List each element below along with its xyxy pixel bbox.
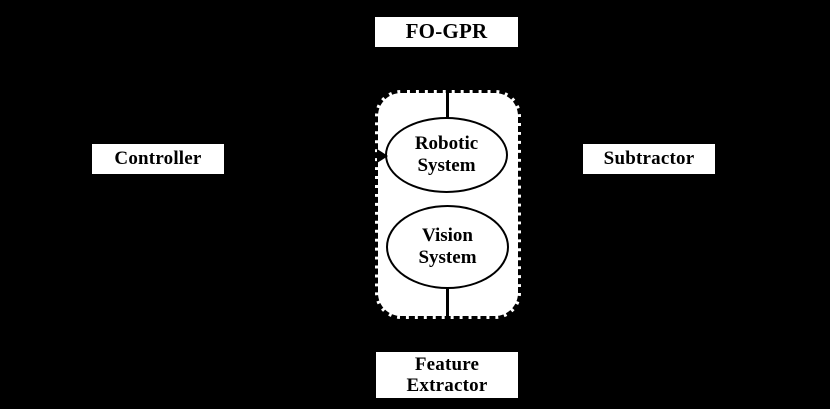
block-feature-extractor-label-line2: Extractor [406, 375, 488, 396]
block-fo-gpr[interactable]: FO-GPR [375, 17, 518, 47]
block-feature-extractor[interactable]: Feature Extractor [376, 352, 518, 398]
block-fo-gpr-label: FO-GPR [405, 19, 488, 44]
block-controller[interactable]: Controller [92, 144, 224, 174]
node-robotic-system-label-line1: Robotic [414, 132, 479, 154]
node-vision-system-label-line1: Vision [421, 224, 474, 246]
block-feature-extractor-label-line1: Feature [414, 353, 480, 375]
node-vision-system[interactable]: Vision System [386, 205, 509, 289]
arrowhead-controller-to-robotic-system [377, 149, 388, 163]
node-robotic-system-label-line2: System [417, 155, 476, 176]
node-vision-system-label-line2: System [418, 247, 477, 268]
node-robotic-system[interactable]: Robotic System [385, 117, 508, 193]
block-subtractor[interactable]: Subtractor [583, 144, 715, 174]
connector-vision-system-to-feature-extractor [446, 283, 449, 319]
block-controller-label: Controller [114, 148, 202, 170]
connector-fo-gpr-to-robotic-system [446, 90, 449, 123]
block-subtractor-label: Subtractor [603, 148, 695, 170]
